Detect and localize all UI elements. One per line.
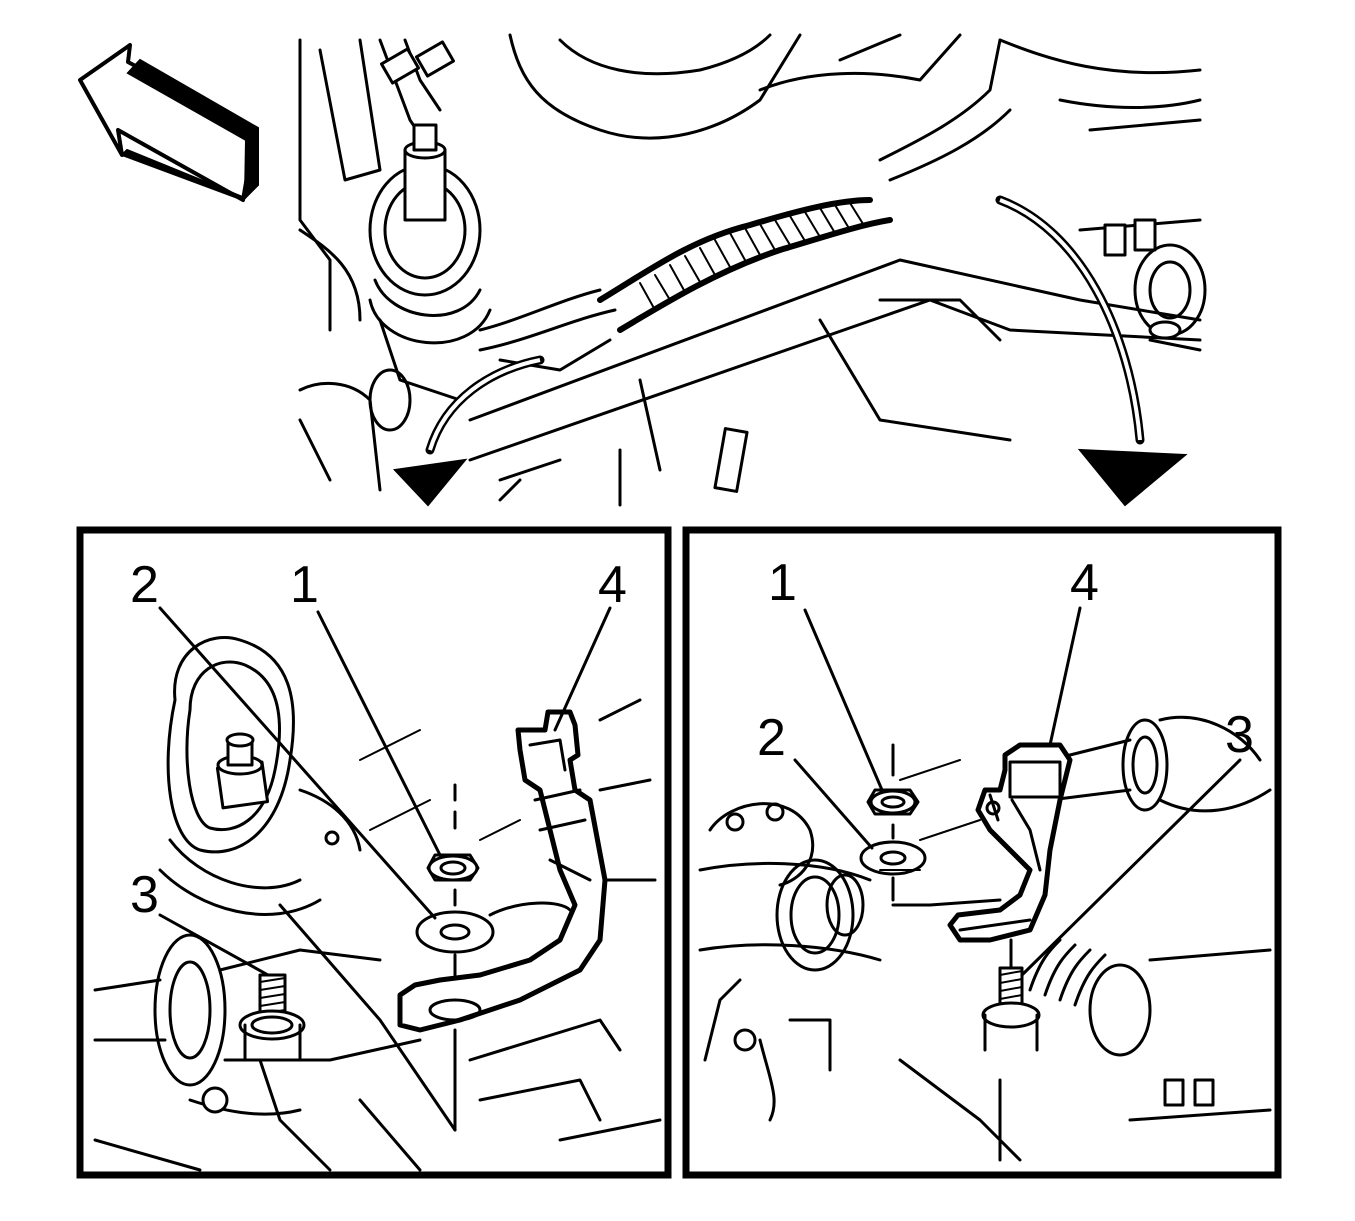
engine-cradle-linework (298, 33, 1207, 507)
rotation-arrow-left-icon (392, 355, 545, 507)
leader-line (278, 903, 457, 1132)
washer-2 (415, 910, 495, 954)
detail-panel-left: 2 1 4 3 (76, 526, 672, 1179)
steering-rack-right (898, 715, 1272, 1162)
callout-2: 2 (130, 556, 159, 614)
bracket-4 (947, 742, 1073, 943)
callout-1: 1 (290, 556, 319, 614)
stud-3 (238, 973, 306, 1062)
rotation-arrow-right-icon (995, 195, 1188, 507)
detail-panel-right: 1 2 4 3 (682, 526, 1282, 1179)
ball-joint-assembly (158, 636, 362, 916)
callout-3: 3 (1225, 706, 1254, 764)
centerline (891, 743, 932, 907)
callout-2: 2 (757, 709, 786, 767)
washer-2 (859, 840, 927, 876)
callout-4: 4 (1070, 554, 1099, 612)
callout-4: 4 (598, 556, 627, 614)
knuckle-assembly (698, 802, 882, 1122)
callout-1: 1 (768, 554, 797, 612)
stud-3 (981, 966, 1041, 1052)
nut-1 (426, 853, 480, 882)
leader-lines-right (793, 606, 1242, 977)
bracket-4 (397, 709, 608, 1033)
steering-rack-left (93, 933, 422, 1172)
callout-3: 3 (130, 866, 159, 924)
nut-1 (866, 788, 920, 816)
leader-lines-left (158, 606, 612, 977)
top-overview-view (78, 33, 1207, 507)
front-direction-arrow-icon (78, 43, 259, 202)
